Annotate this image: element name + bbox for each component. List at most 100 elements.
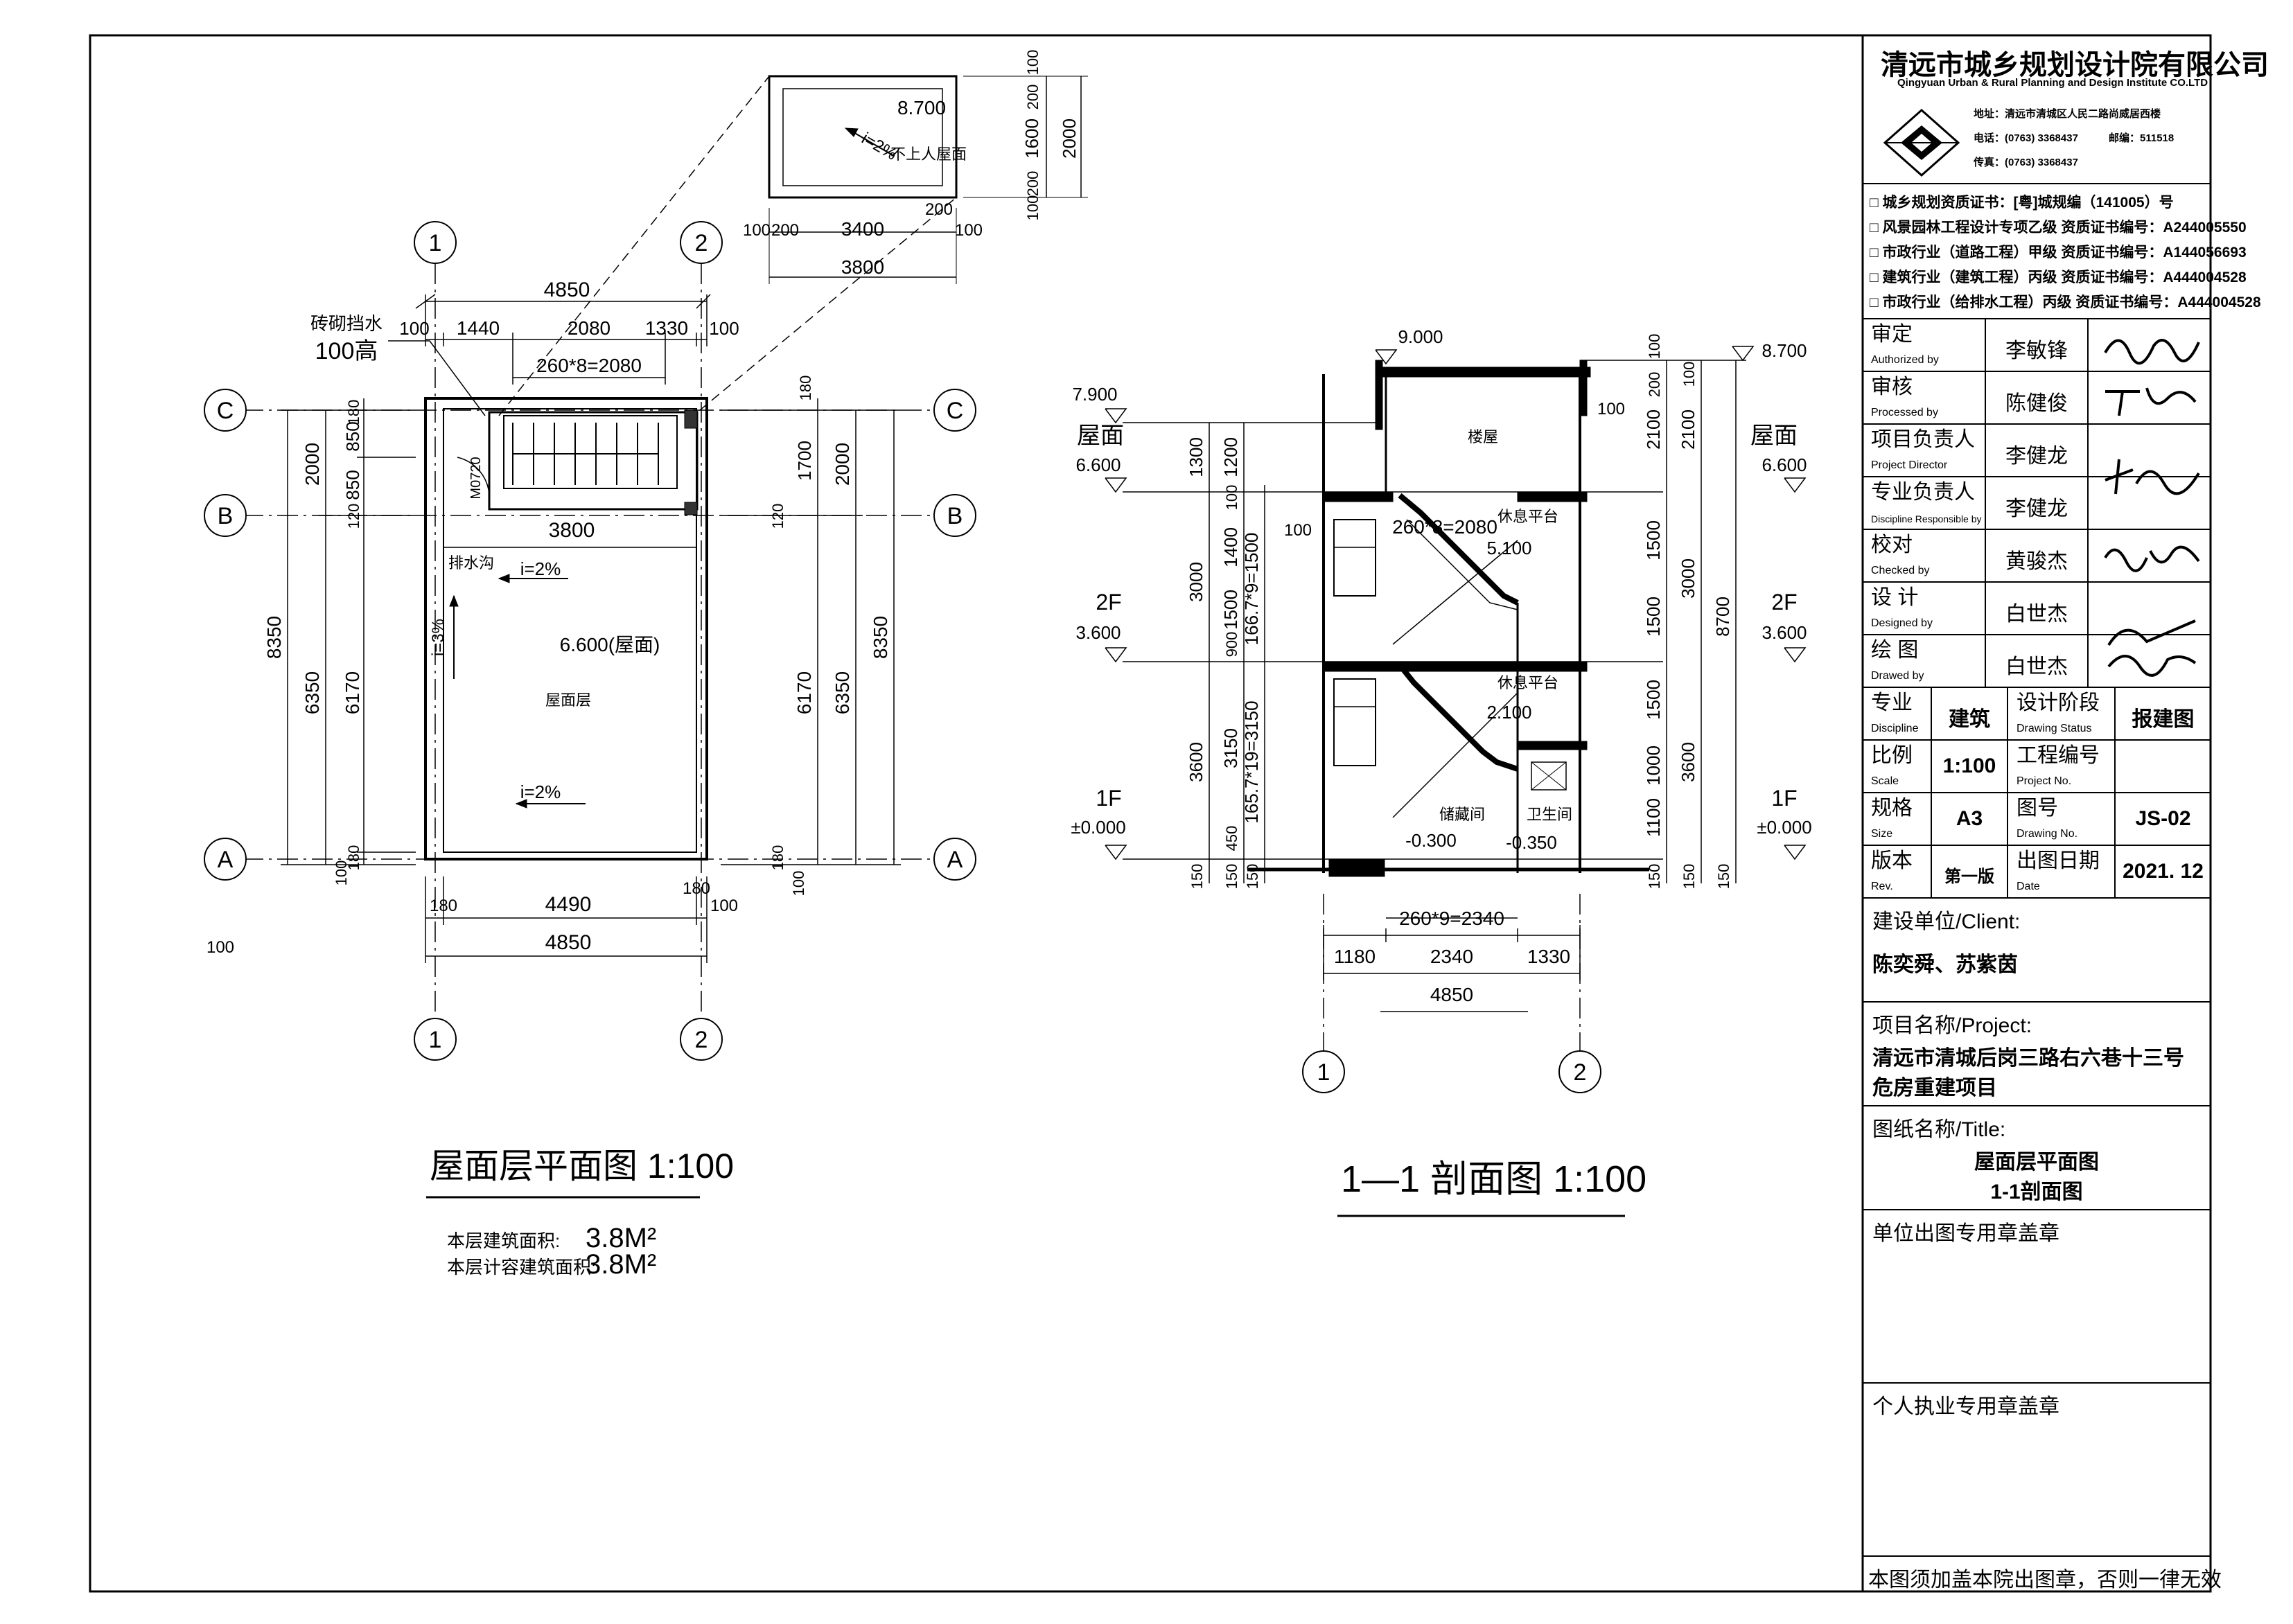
plan-dim-left-g: 120 [345,504,362,529]
plan-outer-wall [424,397,708,860]
date-value: 2021. 12 [2123,860,2204,883]
drawing-title-line-2: 1-1剖面图 [1990,1181,2083,1203]
project-line-2: 危房重建项目 [1872,1077,1997,1100]
plan-dim-left-h: 180 [345,845,362,871]
signoff-role-cn: 项目负责人 [1871,428,1975,451]
section-1f-label-right: 1F [1771,786,1797,811]
drawing-no-label-en: Drawing No. [2017,828,2078,840]
plan-grid-bubble-1-bot [414,1018,457,1061]
signoff-role-en: Project Director [1871,459,1948,471]
discipline-label-en: Discipline [1871,723,1919,734]
plan-dim-left-c: 6170 [342,671,363,714]
plan-dim-left-b: 2000 [301,443,323,486]
section-dim-r3-150: 150 [1715,864,1732,890]
plan-title: 屋面层平面图 1:100 [430,1147,734,1185]
signoff-name: 白世杰 [2005,603,2068,626]
unit-stamp-section: 单位出图专用章盖章 [1863,1210,2211,1384]
inset-dim-h2: 200 [1024,85,1042,110]
inset-dim-w1: 100 [743,221,771,240]
section-level-storage: -0.300 [1405,830,1457,851]
inset-dim-w4: 200 [925,200,953,219]
roof-plan-text: 4850 100 1440 2080 1330 100 260*8=2080 砖… [207,279,891,957]
signature-icon [2107,655,2197,677]
section-dim-l-150b: 150 [1223,864,1240,890]
size-value: A3 [1956,807,1983,830]
section-2f-elev-left: 3.600 [1075,622,1121,643]
section-dim-r3-8700: 8700 [1712,597,1733,637]
section-landing-1: 5.100 [1486,538,1531,558]
title-block: 清远市城乡规划设计院有限公司 Qingyuan Urban & Rural Pl… [1863,35,2269,1591]
section-room-storage: 储藏间 [1439,806,1485,823]
section-roof-elev-right: 6.600 [1762,454,1807,475]
signoff-role-en: Checked by [1871,565,1930,576]
section-dim-l-3600: 3600 [1186,742,1206,782]
signoff-name: 黄骏杰 [2005,550,2068,573]
plan-dim-left-f: 180 [345,400,362,425]
plan-dim-bot-d: 180 [683,879,710,898]
personal-stamp-section: 个人执业专用章盖章 [1863,1384,2211,1557]
plan-grid-bubble-1-top [414,221,457,264]
plan-dim-bot-b: 180 [430,897,457,915]
signoff-role-cn: 校对 [1871,533,1913,556]
plan-note-slope-2: i=2% [520,782,561,802]
date-label-en: Date [2017,881,2040,892]
status-label-cn: 设计阶段 [2017,691,2100,714]
unit-stamp-label: 单位出图专用章盖章 [1872,1222,2059,1245]
plan-note-parapet-height: 100高 [315,338,378,364]
section-dim-l2-1500: 1500 [1220,590,1241,630]
client-value: 陈奕舜、苏紫茵 [1872,953,2018,976]
qualification-1: □ 城乡规划资质证书：[粤]城规编（141005）号 [1870,195,2174,211]
plan-area-label: 本层建筑面积: [447,1230,560,1251]
drawing-title-line-1: 屋面层平面图 [1974,1151,2099,1174]
section-dim-r-2100: 2100 [1643,409,1664,450]
section-dim-l-1300: 1300 [1186,437,1206,477]
firm-name-cn: 清远市城乡规划设计院有限公司 [1881,50,2269,80]
section-1f-elev-right: ±0.000 [1757,817,1811,838]
plan-dim-bot-total: 4850 [545,931,592,954]
plan-grid-C-right: C [947,398,964,424]
project-line-1: 清远市清城后岗三路右六巷十三号 [1872,1047,2184,1070]
inset-dim-h4: 200 [1024,171,1042,197]
inset-roof-plan [498,75,1088,416]
section-dim-r2-3000: 3000 [1678,558,1698,599]
section-1f-label-left: 1F [1096,786,1121,811]
section-dim-stair-bot: 260*9=2340 [1399,908,1504,929]
drawing-no-value: JS-02 [2135,807,2191,830]
plan-area-value: 3.8M² [586,1223,656,1253]
scale-label-en: Scale [1871,775,1899,787]
section-roof-label-right: 屋面 [1750,423,1798,449]
signoff-role-en: Drawed by [1871,670,1924,682]
rev-label-cn: 版本 [1871,849,1913,872]
plan-column-b2 [684,502,698,515]
section-room-toilet: 卫生间 [1527,806,1572,823]
qualifications: □ 城乡规划资质证书：[粤]城规编（141005）号 □ 风景园林工程设计专项乙… [1863,184,2261,319]
firm-address: 地址：清远市清城区人民二路尚威居西楼 [1974,108,2161,120]
plan-dim-top-a: 100 [399,318,429,339]
plan-dim-top-total: 4850 [544,279,590,301]
inset-dim-h5: 100 [1024,195,1042,221]
inset-dim-w5: 100 [955,221,983,240]
section-1-1 [1105,346,1807,1053]
qualification-2: □ 风景园林工程设计专项乙级 资质证书编号：A244005550 [1870,220,2247,236]
plan-dim-bot-c: 4490 [545,893,592,916]
section-grid-bubbles: 1 2 [1302,1050,1601,1093]
plan-dim-left-total: 8350 [263,616,285,659]
section-dim-r2-2100: 2100 [1678,409,1698,450]
status-label-en: Drawing Status [2017,723,2092,734]
section-dim-l2-100: 100 [1223,485,1240,511]
plan-note-slope-3: i=3% [429,619,448,656]
signoff-role-en: Processed by [1871,407,1938,418]
plan-note-door: M0720 [468,457,484,499]
section-dim-r-1000: 1000 [1643,745,1664,786]
section-dim-r2-3600: 3600 [1678,742,1698,782]
project-no-label-en: Project No. [2017,775,2072,787]
plan-grid-2-bot: 2 [695,1027,708,1053]
plan-dim-right-c: 6170 [793,671,815,714]
section-roof-label-left: 屋面 [1077,423,1124,449]
